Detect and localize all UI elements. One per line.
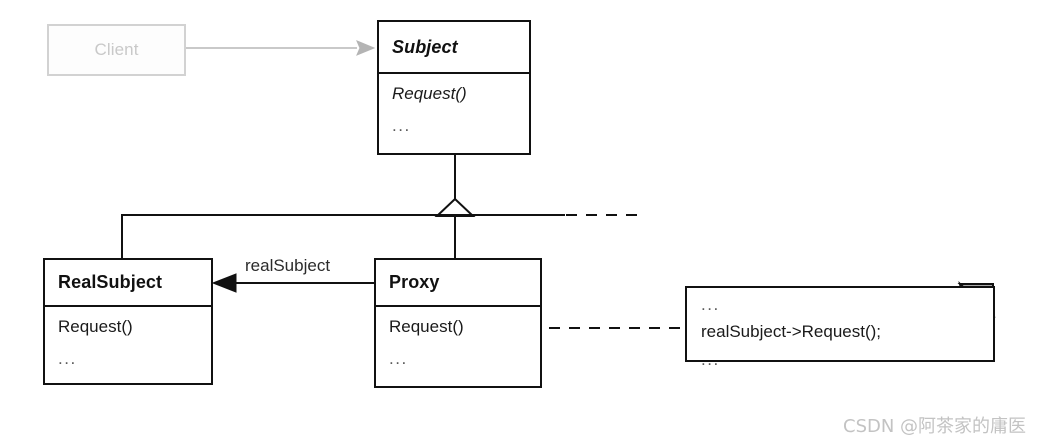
class-name-proxy: Proxy xyxy=(389,272,440,292)
operation-item: ... xyxy=(389,348,408,368)
hollow-triangle-icon xyxy=(434,197,476,217)
client-to-subject-connector xyxy=(186,40,376,56)
operation-item: Request() xyxy=(392,84,467,103)
note-line: realSubject->Request(); xyxy=(701,322,882,342)
note-line: ... xyxy=(701,349,720,369)
operation-item: ... xyxy=(58,348,77,368)
generalization-connector xyxy=(121,155,642,258)
class-box-subject[interactable]: Subject Request() ... xyxy=(377,20,531,155)
class-name-subject: Subject xyxy=(392,36,458,57)
filled-arrowhead-icon xyxy=(211,273,237,293)
class-operations-proxy: Request() ... xyxy=(376,307,540,368)
watermark: CSDN @阿茶家的庸医 xyxy=(843,416,1027,437)
class-operations-realsubject: Request() ... xyxy=(45,307,211,368)
operation-item: ... xyxy=(392,115,411,135)
operation-item: Request() xyxy=(389,317,464,336)
class-box-proxy[interactable]: Proxy Request() ... xyxy=(374,258,542,388)
class-name-client: Client xyxy=(94,40,139,59)
class-operations-subject: Request() ... xyxy=(379,74,529,135)
class-box-realsubject[interactable]: RealSubject Request() ... xyxy=(43,258,213,385)
class-divider-proxy xyxy=(376,305,540,307)
note-box[interactable]: ... realSubject->Request(); ... xyxy=(685,286,995,369)
note-body: ... realSubject->Request(); ... xyxy=(687,288,993,369)
association-label-realsubject: realSubject xyxy=(245,256,331,275)
operation-item: Request() xyxy=(58,317,133,336)
class-divider-subject xyxy=(379,72,529,74)
note-line: ... xyxy=(701,295,720,314)
class-box-client[interactable]: Client xyxy=(47,24,186,76)
class-name-realsubject: RealSubject xyxy=(58,272,163,292)
class-divider-realsubject xyxy=(45,305,211,307)
proxy-realsubject-association xyxy=(211,273,374,293)
